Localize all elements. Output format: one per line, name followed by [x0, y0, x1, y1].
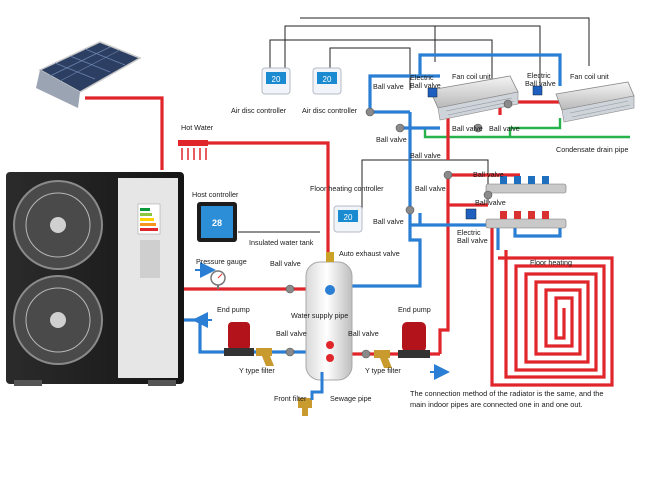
- label-electric-ball-valve-mid-l2: Ball valve: [457, 236, 488, 245]
- label-insulated-water-tank: Insulated water tank: [249, 238, 314, 247]
- label-electric-ball-valve-mid: Electric Ball valve: [457, 228, 488, 245]
- label-air-disc-controller-2: Air disc controller: [302, 106, 358, 115]
- label-y-filter-right: Y type filter: [365, 366, 401, 375]
- label-end-pump-left: End pump: [217, 305, 250, 314]
- label-fan-coil-unit-2: Fan coil unit: [570, 72, 609, 81]
- flow-arrows: [192, 262, 450, 380]
- label-auto-exhaust-valve: Auto exhaust valve: [339, 249, 400, 258]
- y-type-filter-right: [374, 350, 392, 368]
- label-ball-valve-fc-2: Ball valve: [452, 124, 483, 133]
- label-ball-valve-fc-3: Ball valve: [489, 124, 520, 133]
- label-sewage-pipe: Sewage pipe: [330, 394, 372, 403]
- pressure-gauge: [210, 270, 226, 289]
- floor-heating-controller-display: 20: [344, 213, 353, 222]
- sewage-outlet-pipe: [310, 372, 324, 400]
- heat-pump-outdoor-unit: [6, 172, 184, 386]
- air-disc-controller-1: 20: [261, 67, 291, 95]
- label-electric-ball-valve-mid-l1: Electric: [457, 228, 481, 237]
- air-disc-controller-1-display: 20: [272, 75, 281, 84]
- fan-coil-unit-2: [555, 81, 635, 123]
- label-ball-valve-fc-1: Ball valve: [376, 135, 407, 144]
- label-y-filter-left: Y type filter: [239, 366, 275, 375]
- solar-panel: [36, 41, 142, 108]
- host-controller: 28: [197, 202, 237, 242]
- condensate-drain-pipe: [423, 118, 630, 139]
- end-pump-right: [398, 322, 430, 358]
- label-electric-ball-valve-top-2: Electric Ball valve: [525, 71, 556, 88]
- label-condensate-drain-pipe: Condensate drain pipe: [556, 145, 628, 154]
- end-pump-left: [224, 322, 254, 356]
- label-water-supply-pipe: Water supply pipe: [291, 311, 348, 320]
- host-controller-display: 28: [212, 218, 222, 228]
- label-host-controller: Host controller: [192, 190, 239, 199]
- label-ball-valve-lower-right: Ball valve: [348, 329, 379, 338]
- label-floor-heating-controller: Floor heating controller: [310, 184, 384, 193]
- front-filter: [298, 398, 312, 416]
- label-ball-valve-mid-3: Ball valve: [415, 184, 446, 193]
- label-electric-ball-valve-top-1-l1: Electric: [410, 73, 434, 82]
- efficiency-label: [137, 203, 161, 235]
- floor-heating-manifold: [485, 176, 567, 229]
- label-ball-valve-mid-5: Ball valve: [475, 198, 506, 207]
- label-air-disc-controller-1: Air disc controller: [231, 106, 287, 115]
- label-electric-ball-valve-top-2-l2: Ball valve: [525, 79, 556, 88]
- label-front-filter: Front filter: [274, 394, 307, 403]
- note-line-1: The connection method of the radiator is…: [410, 389, 604, 398]
- floor-heating-controller: 20: [333, 205, 363, 233]
- labels: Hot Water Host controller Air disc contr…: [181, 71, 628, 409]
- electric-ball-valves: [427, 85, 543, 220]
- air-disc-controller-2: 20: [312, 67, 342, 95]
- label-floor-heating: Floor heating: [530, 258, 572, 267]
- signal-wires: [238, 17, 590, 233]
- label-ball-valve-top-left: Ball valve: [373, 82, 404, 91]
- label-ball-valve-mid-4: Ball valve: [373, 217, 404, 226]
- label-fan-coil-unit-1: Fan coil unit: [452, 72, 491, 81]
- ball-valves: [285, 99, 513, 359]
- label-electric-ball-valve-top-2-l1: Electric: [527, 71, 551, 80]
- fan-coil-unit-1: [429, 75, 519, 121]
- label-electric-ball-valve-top-1-l2: Ball valve: [410, 81, 441, 90]
- label-ball-valve-tank-top: Ball valve: [270, 259, 301, 268]
- label-hot-water: Hot Water: [181, 123, 214, 132]
- y-type-filter-left: [256, 348, 274, 366]
- label-ball-valve-lower-left: Ball valve: [276, 329, 307, 338]
- label-pressure-gauge: Pressure gauge: [196, 257, 247, 266]
- label-electric-ball-valve-top-1: Electric Ball valve: [410, 73, 441, 90]
- label-ball-valve-mid-2: Ball valve: [473, 170, 504, 179]
- air-disc-controller-2-display: 20: [323, 75, 332, 84]
- hot-water-outlet: [178, 140, 208, 160]
- label-end-pump-right: End pump: [398, 305, 431, 314]
- insulated-water-tank: [305, 252, 353, 381]
- note-line-2: main indoor pipes are connected one in a…: [410, 400, 583, 409]
- label-ball-valve-mid-1: Ball valve: [410, 151, 441, 160]
